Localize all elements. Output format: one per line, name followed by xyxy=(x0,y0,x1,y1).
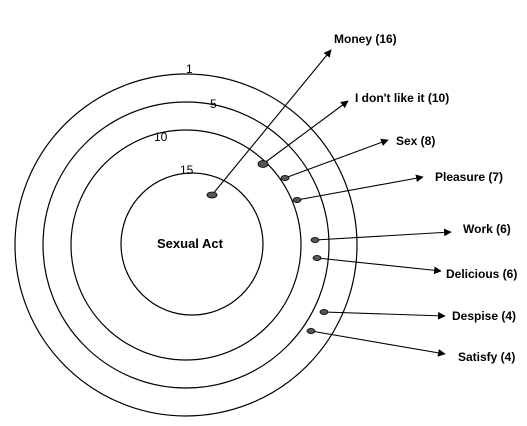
label-money: Money (16) xyxy=(334,32,397,46)
arrow-satisfy xyxy=(310,330,446,357)
label-satisfy: Satisfy (4) xyxy=(458,350,515,364)
ring-10 xyxy=(70,129,302,361)
dot-satisfy xyxy=(306,327,316,334)
ring-1 xyxy=(14,73,358,417)
label-work: Work (6) xyxy=(463,222,511,236)
arrow-money xyxy=(211,49,332,196)
ring-label-1: 1 xyxy=(186,62,193,76)
center-label: Sexual Act xyxy=(157,236,224,251)
dot-work xyxy=(310,236,320,243)
ring-label-10: 10 xyxy=(154,130,168,144)
label-pleasure: Pleasure (7) xyxy=(435,170,503,184)
arrow-pleasure xyxy=(296,174,424,201)
label-delicious: Delicious (6) xyxy=(446,267,517,281)
arrow-sex xyxy=(284,138,389,179)
dot-delicious xyxy=(312,254,322,261)
dot-i-dont-like-it xyxy=(257,160,269,168)
dot-sex xyxy=(280,174,290,181)
dot-pleasure xyxy=(292,196,302,203)
arrow-despise xyxy=(323,311,446,320)
ring-5 xyxy=(42,101,330,389)
ring-15 xyxy=(120,172,264,316)
arrow-delicious xyxy=(316,257,442,275)
ring-label-5: 5 xyxy=(210,97,217,111)
ring-label-15: 15 xyxy=(180,163,194,177)
dot-money xyxy=(206,191,218,199)
dot-despise xyxy=(319,308,329,315)
label-i-dont-like-it: I don't like it (10) xyxy=(355,91,449,105)
arrow-work xyxy=(314,228,452,241)
arrow-i-dont-like-it xyxy=(262,100,349,165)
label-despise: Despise (4) xyxy=(452,309,516,323)
label-sex: Sex (8) xyxy=(396,134,435,148)
